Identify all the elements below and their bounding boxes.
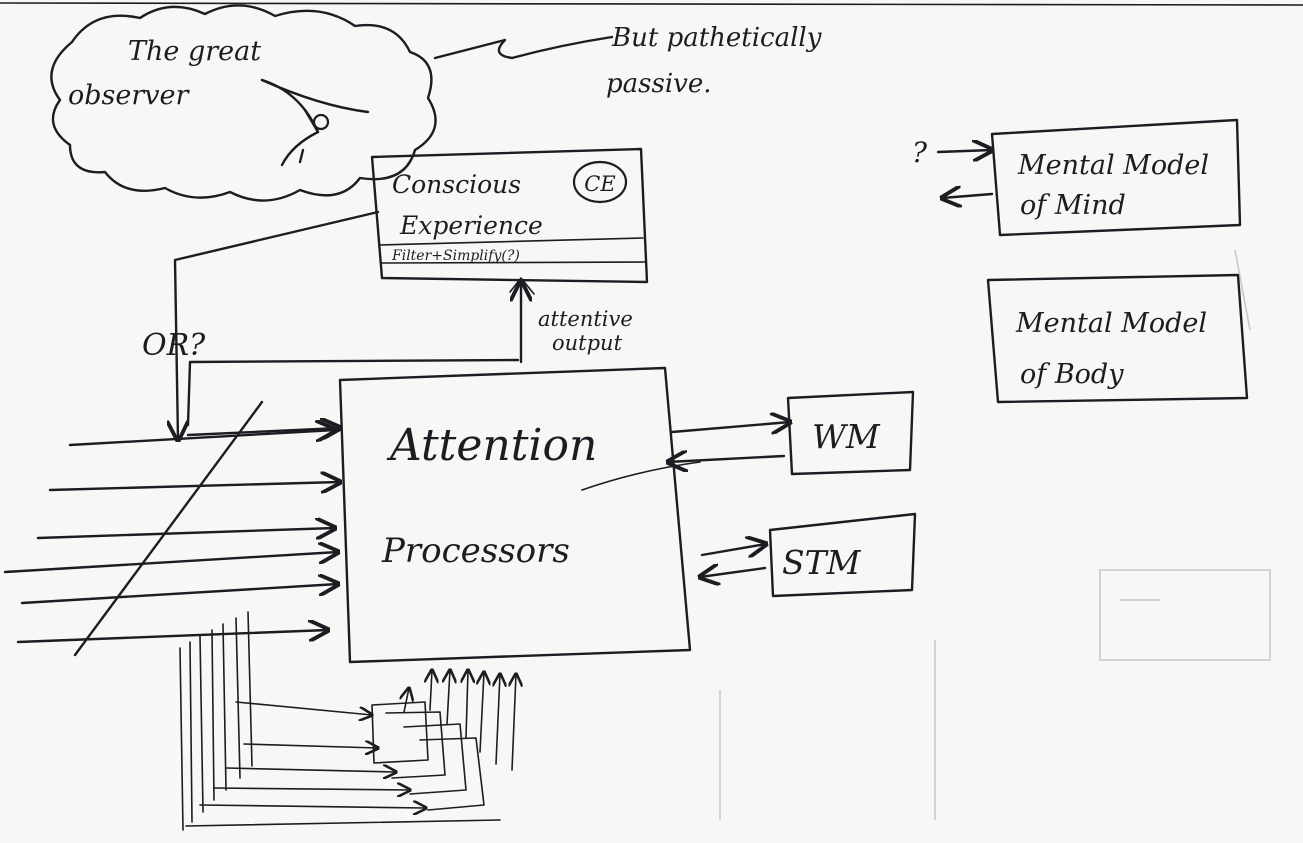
mind-model-question: ? bbox=[912, 136, 928, 169]
wm-box: WM bbox=[668, 390, 915, 476]
bleed-through bbox=[719, 249, 1271, 820]
or-label: OR? bbox=[142, 328, 206, 363]
mind-model-box: Mental Model of Mind ? bbox=[912, 118, 1242, 237]
stm-box: STM bbox=[700, 512, 917, 598]
body-model-box: Mental Model of Body bbox=[986, 273, 1249, 404]
ce-tag: CE bbox=[584, 172, 615, 196]
or-feedback-path: OR? bbox=[142, 210, 380, 440]
ce-filter-label: Filter+Simplify(?) bbox=[391, 248, 520, 264]
observer-note-line1: But pathetically bbox=[611, 23, 822, 53]
body-model-line1: Mental Model bbox=[1015, 308, 1207, 339]
sensory-input-arrows bbox=[3, 400, 340, 657]
observer-line2: observer bbox=[68, 80, 191, 111]
attentive-output-line1: attentive bbox=[538, 307, 633, 331]
mind-model-line2: of Mind bbox=[1020, 190, 1126, 221]
mind-model-line1: Mental Model bbox=[1017, 150, 1209, 181]
conscious-experience-box: Conscious CE Experience Filter+Simplify(… bbox=[370, 147, 649, 284]
processor-line2: Processors bbox=[381, 531, 570, 571]
observer-line1: The great bbox=[128, 36, 261, 67]
top-edge-line bbox=[0, 2, 1303, 6]
observer-note-line2: passive. bbox=[606, 69, 712, 99]
bottom-input-stack bbox=[179, 611, 516, 831]
stm-label: STM bbox=[782, 543, 862, 582]
observer-cloud: The great observer bbox=[50, 4, 437, 202]
ce-circle bbox=[572, 160, 628, 204]
cloud-outline bbox=[50, 4, 437, 202]
wm-label: WM bbox=[812, 417, 881, 456]
observer-note-connector bbox=[433, 35, 614, 60]
ce-line2: Experience bbox=[399, 211, 543, 240]
attentive-output-line2: output bbox=[552, 331, 623, 355]
eye-icon bbox=[260, 78, 370, 167]
attention-processors-box: Attention Processors bbox=[338, 366, 701, 664]
ce-line1: Conscious bbox=[392, 170, 521, 199]
attention-underline-stroke bbox=[581, 461, 701, 491]
processor-line1: Attention bbox=[386, 420, 597, 471]
body-model-line2: of Body bbox=[1020, 359, 1124, 390]
attentive-output-path: attentive output bbox=[186, 277, 633, 427]
